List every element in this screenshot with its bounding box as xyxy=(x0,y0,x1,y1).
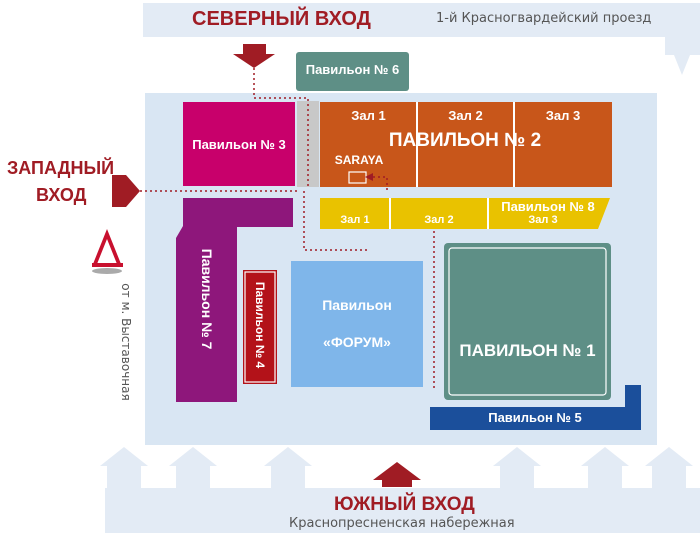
metro-direction-label: от м. Выставочная xyxy=(119,283,133,401)
west-entrance-label-line1: ЗАПАДНЫЙ xyxy=(7,158,115,178)
pavilion-5[interactable] xyxy=(430,385,641,430)
west-entrance-label-line2: ВХОД xyxy=(36,185,87,205)
pavilion-2-label: ПАВИЛЬОН № 2 xyxy=(388,130,542,151)
forum-label-line2: «ФОРУМ» xyxy=(323,334,391,350)
pavilion-forum[interactable] xyxy=(291,261,423,387)
north-road-arrow-icon xyxy=(665,37,700,75)
pavilion-6[interactable] xyxy=(296,52,409,91)
south-arrow-icon-2 xyxy=(169,447,217,490)
north-entrance-label: СЕВЕРНЫЙ ВХОД xyxy=(192,8,371,30)
south-arrow-icon-3 xyxy=(264,447,312,490)
south-street-label: Краснопресненская набережная xyxy=(289,516,515,531)
pavilion-4[interactable] xyxy=(243,270,277,384)
north-entrance-arrow-icon xyxy=(233,44,275,68)
south-arrow-icon-6 xyxy=(645,447,693,490)
metro-m-icon xyxy=(92,229,123,274)
pavilion-2[interactable] xyxy=(320,102,612,187)
pavilion-3-label: Павильон № 3 xyxy=(192,137,286,152)
route-arrow-icon xyxy=(365,173,373,181)
south-road xyxy=(105,488,700,533)
south-arrow-icon-4 xyxy=(493,447,541,490)
pavilion-1-label: ПАВИЛЬОН № 1 xyxy=(459,341,596,360)
west-entrance-arrow-icon xyxy=(112,175,140,207)
forum-label-line1: Павильон xyxy=(322,297,392,313)
pavilion-5-label: Павильон № 5 xyxy=(488,410,582,425)
pavilion-4-label: Павильон № 4 xyxy=(253,281,267,369)
pavilion-1-border xyxy=(448,247,607,396)
pavilion-4-border xyxy=(244,271,276,383)
pavilion-8-hall-3-label: Зал 3 xyxy=(528,214,558,226)
pavilion-8-hall-1-label: Зал 1 xyxy=(340,214,370,226)
south-entrance-arrow-icon xyxy=(373,462,421,487)
routes xyxy=(140,68,435,390)
pavilion-2-hall-3-label: Зал 3 xyxy=(545,108,581,123)
pavilion-7[interactable] xyxy=(176,198,293,402)
north-street-label: 1-й Красногвардейский проезд xyxy=(436,11,652,26)
saraya-label: SARAYA xyxy=(334,153,384,167)
pavilion-3[interactable] xyxy=(183,102,295,186)
south-arrow-icon-1 xyxy=(100,447,148,490)
pavilion-1[interactable] xyxy=(444,243,611,400)
pavilion-8-label: Павильон № 8 xyxy=(501,199,595,214)
pavilion-2-hall-1-label: Зал 1 xyxy=(351,108,386,123)
pavilion-2-hall-2-label: Зал 2 xyxy=(448,108,483,123)
pavilion-7-label: Павильон № 7 xyxy=(199,248,215,350)
north-road xyxy=(143,3,700,37)
pavilion-8[interactable] xyxy=(320,198,610,229)
pavilion-6-label: Павильон № 6 xyxy=(305,62,400,77)
pavilion-8-hall-2-label: Зал 2 xyxy=(424,214,454,226)
south-entrance-label: ЮЖНЫЙ ВХОД xyxy=(334,494,475,515)
south-arrow-icon-5 xyxy=(581,447,629,490)
